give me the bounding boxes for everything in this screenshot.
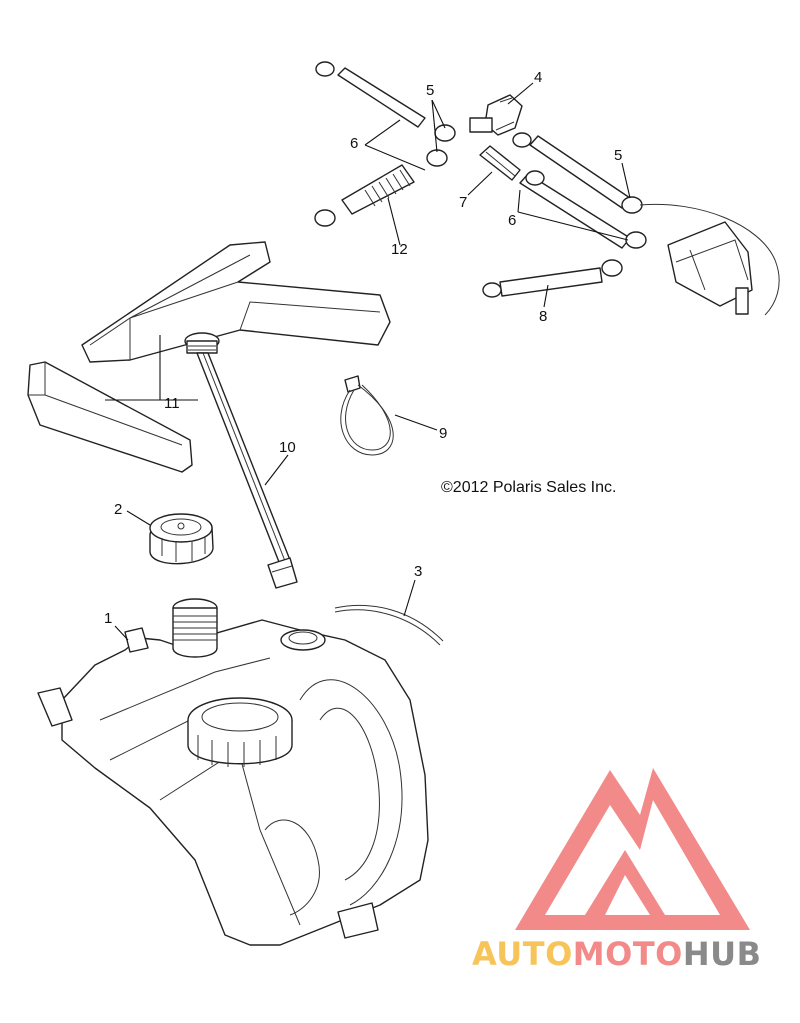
watermark-text: AUTOMOTOHUB	[472, 938, 762, 970]
callout-8: 8	[539, 308, 548, 325]
part-1-fuel-tank	[37, 598, 429, 946]
callout-10: 10	[279, 439, 296, 456]
part-2-fuel-cap	[149, 513, 214, 565]
part-10-fuel-sender	[184, 332, 298, 589]
callout-4: 4	[534, 69, 543, 86]
callout-7: 7	[459, 194, 468, 211]
fuel-hoses-and-fittings	[314, 61, 780, 316]
part-11-foam-pads	[27, 241, 391, 473]
copyright-notice: ©2012 Polaris Sales Inc.	[441, 479, 617, 496]
callout-5-left: 5	[426, 82, 435, 99]
part-9-strap	[340, 375, 394, 456]
watermark-logo-icon	[515, 768, 750, 930]
callout-9: 9	[439, 425, 448, 442]
callout-3: 3	[414, 563, 423, 580]
callout-12: 12	[391, 241, 408, 258]
watermark-moto: MOTO	[572, 935, 683, 973]
callout-6-left: 6	[350, 135, 359, 152]
part-3-vent-line	[334, 609, 441, 646]
callout-2: 2	[114, 501, 123, 518]
callout-6-right: 6	[508, 212, 517, 229]
callout-1: 1	[104, 610, 113, 627]
watermark-hub: HUB	[682, 935, 762, 973]
leader-lines	[105, 82, 631, 641]
watermark-auto: AUTO	[472, 935, 573, 973]
callout-5-right: 5	[614, 147, 623, 164]
callout-11: 11	[164, 395, 180, 412]
